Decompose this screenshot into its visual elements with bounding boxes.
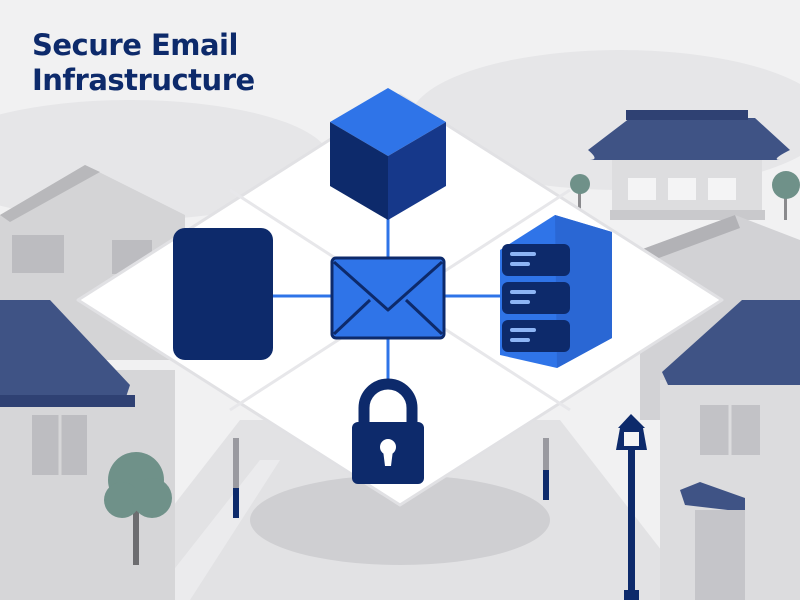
tree-small-right bbox=[570, 171, 800, 220]
posts bbox=[233, 438, 549, 518]
device-icon bbox=[173, 228, 273, 360]
connectors bbox=[270, 218, 502, 385]
road bbox=[100, 420, 700, 600]
tree-left bbox=[104, 452, 172, 565]
roof-right bbox=[662, 300, 800, 385]
padlock-icon bbox=[352, 378, 424, 484]
server-units bbox=[502, 244, 570, 352]
title-line-2: Infrastructure bbox=[32, 62, 255, 97]
roof-left bbox=[0, 300, 130, 400]
temple-roof bbox=[588, 118, 790, 160]
temple-building-right bbox=[588, 110, 790, 220]
street-lamp bbox=[616, 414, 647, 600]
title-line-1: Secure Email bbox=[32, 28, 238, 62]
server-icon bbox=[500, 215, 612, 368]
page-title: Secure Email Infrastructure bbox=[32, 28, 255, 98]
building-right-front bbox=[660, 300, 800, 600]
envelope-icon bbox=[330, 256, 446, 340]
cube-icon bbox=[330, 88, 446, 220]
